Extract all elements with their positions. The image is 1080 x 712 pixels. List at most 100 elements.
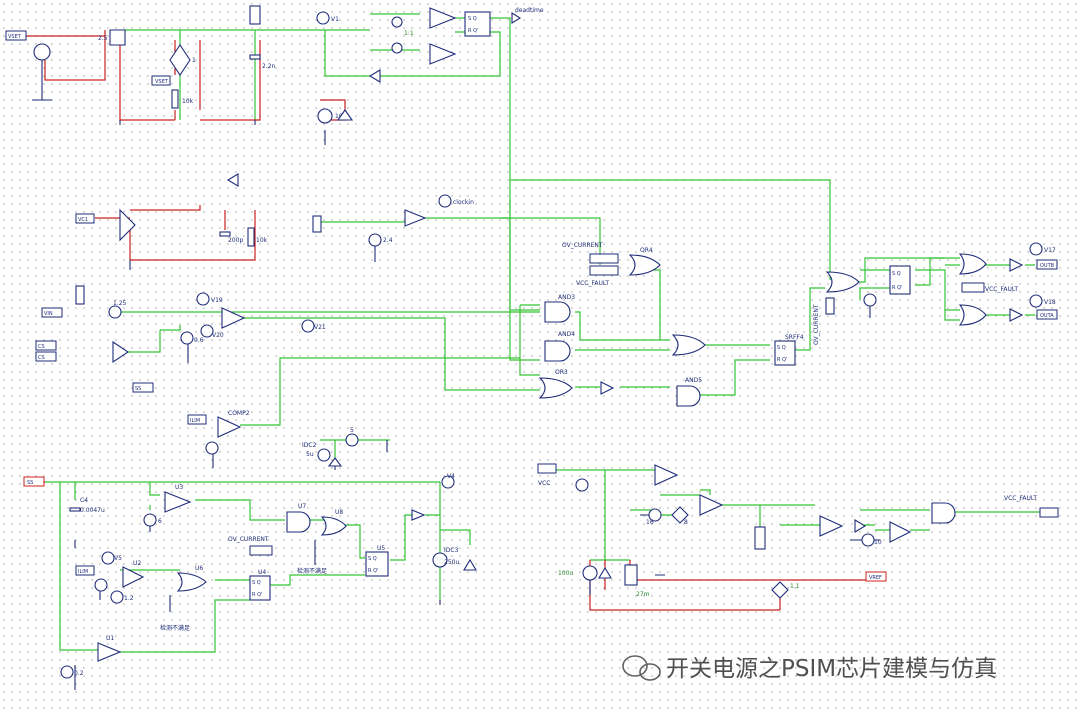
ilim-port-1[interactable]: ILIM [187,414,207,425]
svg-text:10: 10 [874,539,882,546]
svg-text:AND4: AND4 [558,331,575,338]
svg-text:CS: CS [38,355,45,361]
ov-current-port [589,253,619,264]
source-comp2 [205,441,219,455]
source-11 [391,16,403,28]
blue-wires [41,60,880,690]
svg-text:V17: V17 [1044,247,1056,254]
svg-text:S Q: S Q [468,16,477,22]
rt-port[interactable]: VSET [151,75,171,86]
vcc-section: VCC 16 8 10 VCC_FAULT 100u 27m 1.1 VREF [537,463,1059,599]
or4-gate [628,254,661,276]
svg-text:VSET: VSET [155,79,169,85]
comparator-u2 [122,566,145,588]
svg-text:R Q': R Q' [368,568,378,574]
svg-text:VC1: VC1 [78,217,88,223]
vcc-fault-port [589,265,619,276]
svg-text:SS: SS [135,386,141,392]
vc1-port[interactable]: VC1 [75,213,95,224]
cap-22n [249,54,261,60]
watermark: 开关电源之PSIM芯片建模与仿真 [622,655,997,682]
svg-text:检测不满足: 检测不满足 [297,567,327,575]
svg-text:100u: 100u [558,570,573,577]
vcc-fault-out-port[interactable] [1039,507,1059,518]
comparator-vcc-2 [699,494,724,516]
source-5 [345,433,359,447]
svg-text:5u: 5u [306,451,314,458]
vset-port[interactable]: VSET [5,30,27,41]
source-10 [861,533,875,547]
comparator-clock [404,209,427,227]
svg-text:U2: U2 [133,560,141,567]
source-02 [60,665,74,679]
svg-text:R Q': R Q' [468,28,478,34]
srff-u5: S Q R Q' U5 [365,545,389,577]
outa-port[interactable]: OUTA [1036,309,1058,320]
srff4: S Q R Q' SRFF4 [774,334,804,366]
buffer-2 [368,69,381,83]
svg-text:IDC2: IDC2 [302,442,317,449]
svg-text:ILIM: ILIM [190,418,200,424]
svg-text:AND5: AND5 [685,377,702,384]
svg-text:1.2: 1.2 [124,595,134,602]
source-vcc [575,478,589,492]
svg-text:1:1: 1:1 [404,30,414,37]
svg-text:V1: V1 [331,16,339,23]
svg-text:V5: V5 [114,555,122,562]
clock-section: VC1 200p 10k 2.4 clockin [75,173,474,247]
resistor-rt [171,89,179,109]
buffer-outb [1009,258,1024,272]
voltmeter-v20 [200,324,214,338]
vref-port-right[interactable]: VREF [865,571,887,582]
clock-buffer [119,208,136,242]
svg-text:2.4: 2.4 [383,237,393,244]
voltmeter-clockin [438,194,452,208]
vin-port-1[interactable]: VIN [41,307,63,318]
svg-text:VSET: VSET [8,34,22,40]
ov-current-port-2 [249,545,273,556]
softstart-section: SS C4 0.0047u U3 6 IDC2 5u 5 U7 U8 S Q R… [23,427,477,679]
svg-text:V19: V19 [211,297,223,304]
cs-port-1[interactable]: CS [35,340,57,351]
ss-port-1[interactable]: SS [132,382,154,393]
svg-text:VREF: VREF [869,575,882,581]
cs-port-2[interactable]: CS [35,351,57,362]
svg-text:S Q: S Q [777,345,786,351]
svg-text:OR3: OR3 [555,369,568,376]
ss-port-2[interactable]: SS [23,476,45,487]
svg-text:deadtime: deadtime [515,7,544,14]
source-16 [648,508,662,522]
svg-text:OUTB: OUTB [1040,263,1055,269]
source-ilim [94,578,108,592]
svg-text:U3: U3 [175,484,183,491]
svg-text:2.2n: 2.2n [262,63,276,70]
outb-port[interactable]: OUTB [1036,259,1058,270]
and5-gate [676,385,701,407]
svg-text:0.2: 0.2 [74,670,84,677]
comparator-top-1 [429,7,457,29]
svg-text:C4: C4 [80,497,88,504]
svg-text:SRFF4: SRFF4 [785,334,804,341]
svg-text:OR4: OR4 [640,247,653,254]
comparator-vcc-1 [654,464,679,486]
current-source-1 [169,44,191,76]
voltmeter-v4 [441,475,455,489]
inverter-or3 [600,381,615,395]
or-gate-b [958,253,987,275]
or-gate-a [958,304,987,326]
svg-text:U5: U5 [377,545,385,552]
subtractor [671,506,689,524]
svg-text:COMP2: COMP2 [228,410,250,417]
svg-text:SS: SS [27,480,33,486]
svg-text:R Q': R Q' [892,285,902,291]
vcc-port[interactable] [537,463,557,474]
svg-text:200p: 200p [228,237,243,244]
and4-gate [544,340,571,362]
source-right [863,293,877,307]
ilim-port-2[interactable]: ILIM [75,565,95,576]
svg-text:6: 6 [158,518,162,525]
svg-text:0.6: 0.6 [194,337,204,344]
current-source-10m [317,108,333,124]
probe-mid [825,297,835,315]
